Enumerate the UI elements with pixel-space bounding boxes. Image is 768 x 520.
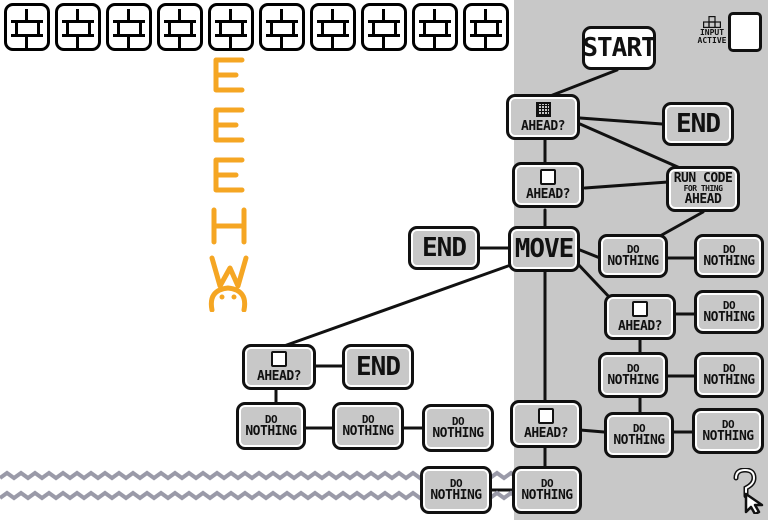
node-label: DO [264, 413, 278, 426]
node-label: NOTHING [245, 424, 297, 439]
brick-tile [310, 3, 356, 51]
node-label: AHEAD? [521, 118, 565, 134]
node-label: DO [722, 243, 736, 256]
node-label: START [582, 33, 656, 63]
end-node[interactable]: END [342, 344, 414, 390]
input-label: INPUT [699, 28, 725, 37]
node-label: DO [449, 477, 463, 490]
start-node[interactable]: START [582, 26, 657, 70]
ahead-check-node[interactable]: AHEAD? [242, 344, 316, 390]
node-label: DO [721, 418, 735, 431]
box-icon [540, 169, 556, 185]
grid-icon [535, 101, 551, 117]
node-label: NOTHING [430, 488, 482, 503]
node-label: NOTHING [703, 310, 755, 325]
node-label: DO [632, 422, 646, 435]
node-label: NOTHING [607, 254, 659, 269]
node-label: NOTHING [703, 254, 755, 269]
node-label: DO [361, 413, 375, 426]
end-node[interactable]: END [408, 226, 480, 270]
node-label: AHEAD? [257, 369, 301, 384]
selected-tile-swatch[interactable] [728, 12, 762, 52]
node-label: DO [451, 415, 465, 428]
node-label: NOTHING [607, 373, 659, 388]
box-icon [632, 301, 648, 317]
grid-icon [703, 16, 721, 28]
ahead-check-node[interactable]: AHEAD? [510, 400, 582, 448]
brick-tile [259, 3, 305, 51]
brick-tile [361, 3, 407, 51]
move-node[interactable]: MOVE [508, 226, 580, 272]
node-label: AHEAD? [524, 426, 568, 441]
node-label: NOTHING [703, 373, 755, 388]
box-icon [271, 351, 287, 367]
node-label: NOTHING [432, 426, 484, 441]
node-label: END [422, 233, 467, 263]
ahead-check-node[interactable]: AHEAD? [604, 294, 676, 340]
node-label: NOTHING [342, 424, 394, 439]
node-label: MOVE [514, 234, 575, 264]
brick-tile [208, 3, 254, 51]
node-label: NOTHING [521, 488, 573, 503]
brick-tile [157, 3, 203, 51]
node-label: NOTHING [613, 433, 665, 448]
active-label: ACTIVE [697, 36, 727, 45]
end-node[interactable]: END [662, 102, 734, 146]
node-label: END [356, 352, 401, 382]
node-label: AHEAD? [618, 319, 662, 334]
brick-tile [412, 3, 458, 51]
brick-tile [55, 3, 101, 51]
ahead-check-node[interactable]: AHEAD? [506, 94, 580, 140]
brick-tile [4, 3, 50, 51]
node-label: DO [722, 362, 736, 375]
node-label: NOTHING [702, 429, 754, 444]
node-label: DO [540, 477, 554, 490]
node-label: END [676, 109, 721, 139]
box-icon [538, 408, 554, 424]
brick-tile [463, 3, 509, 51]
player-character [200, 52, 270, 313]
node-label: DO [626, 243, 640, 256]
node-label: DO [626, 362, 640, 375]
input-active-indicator: INPUT ACTIVE [694, 16, 730, 56]
brick-tile [106, 3, 152, 51]
node-label: DO [722, 299, 736, 312]
ahead-check-node[interactable]: AHEAD? [512, 162, 584, 208]
node-label: AHEAD [684, 192, 722, 207]
question-cursor-icon[interactable] [730, 467, 766, 516]
node-label: AHEAD? [526, 187, 570, 202]
node-label: FOR THING [683, 184, 723, 193]
node-label: RUN CODE [673, 171, 733, 186]
